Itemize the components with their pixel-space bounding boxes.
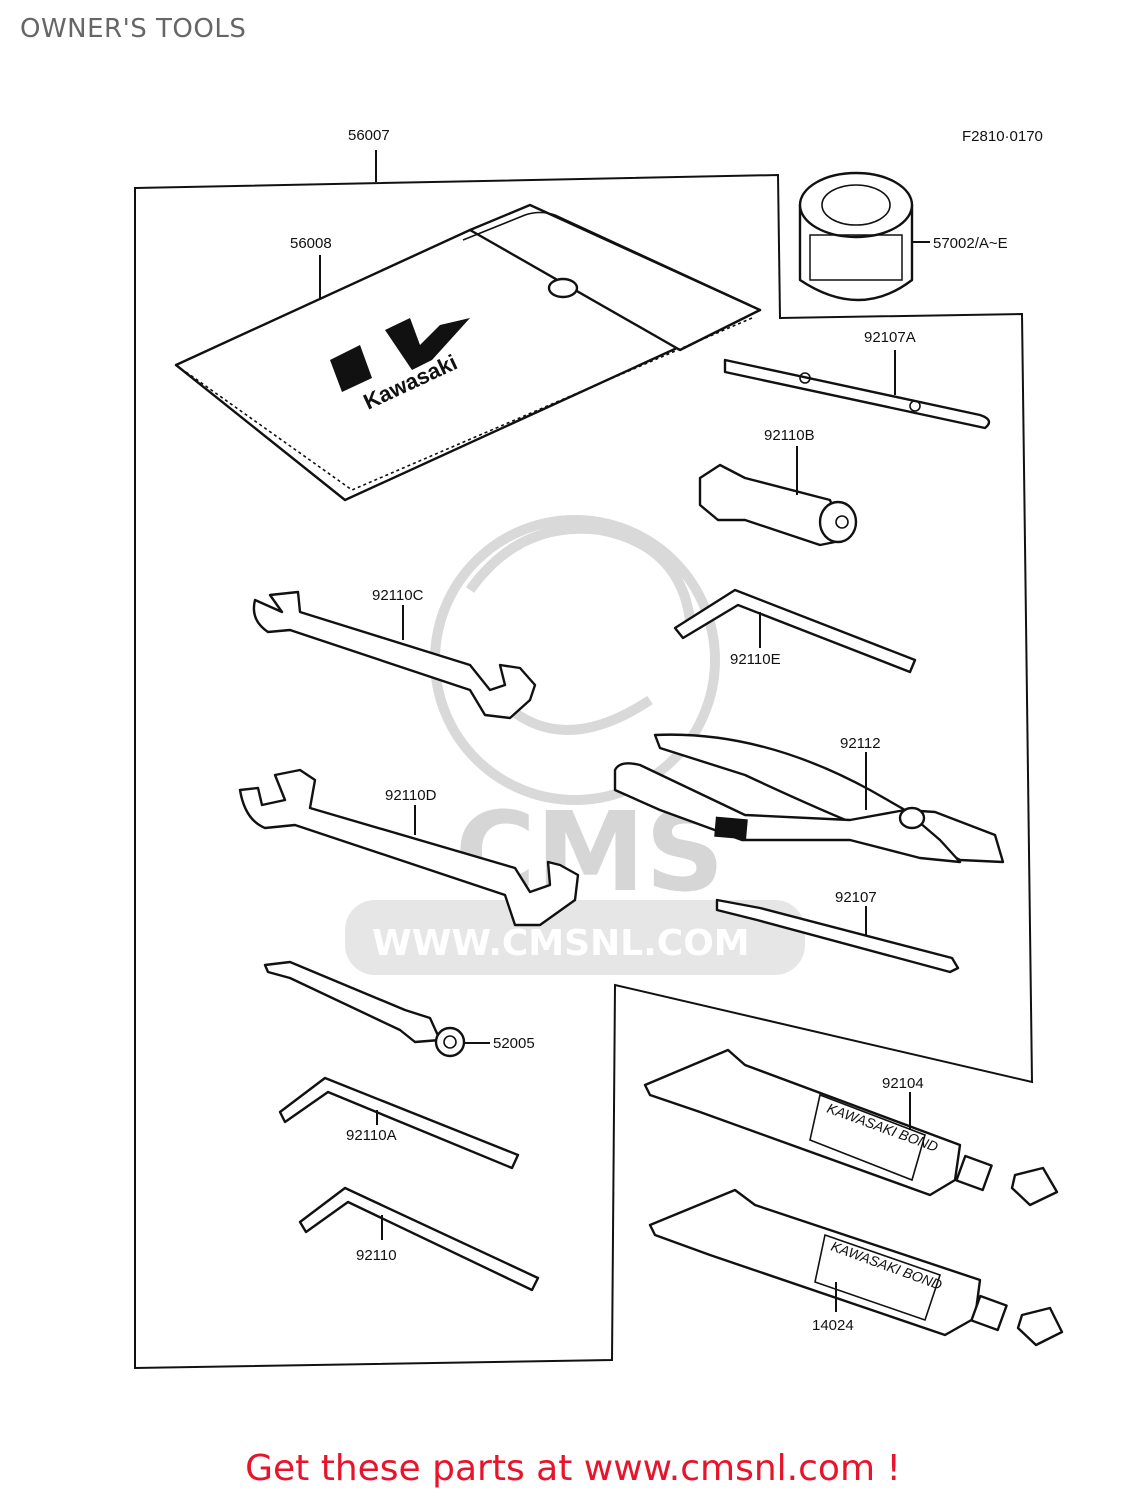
- watermark-logo: CMS WWW.CMSNL.COM: [345, 515, 805, 975]
- watermark-url: WWW.CMSNL.COM: [372, 923, 750, 964]
- label-92110C: 92110C: [372, 587, 424, 604]
- label-14024: 14024: [812, 1317, 854, 1334]
- bond-tube-2-drawing: KAWASAKI BOND: [648, 1188, 1064, 1347]
- label-92107: 92107: [835, 889, 877, 906]
- label-92110D: 92110D: [385, 787, 437, 804]
- socket-bar-drawing: [263, 960, 466, 1058]
- screwdriver-handle-drawing: [715, 898, 960, 974]
- hex-key-medium-drawing: [278, 1076, 520, 1170]
- label-57002: 57002/A~E: [933, 235, 1008, 252]
- label-56008: 56008: [290, 235, 332, 252]
- label-92110: 92110: [356, 1247, 397, 1264]
- bond-tube-drawing: KAWASAKI BOND: [643, 1048, 1059, 1207]
- screwdriver-blade-drawing: [723, 358, 991, 430]
- footer-link[interactable]: Get these parts at www.cmsnl.com !: [245, 1448, 901, 1489]
- pliers-drawing: [613, 733, 1005, 864]
- grease-can-drawing: [798, 171, 914, 302]
- spark-plug-socket-drawing: [698, 463, 858, 547]
- kit-boundary: [134, 173, 1034, 1370]
- large-wrench-drawing: [238, 768, 580, 927]
- label-92110B: 92110B: [764, 427, 815, 444]
- hex-key-small-drawing: [298, 1186, 540, 1292]
- label-92104: 92104: [882, 1075, 924, 1092]
- page-title: OWNER'S TOOLS: [20, 14, 247, 44]
- label-92112: 92112: [840, 735, 881, 752]
- tool-pouch-drawing: Kawasaki: [174, 203, 762, 502]
- drawing-code: F2810·0170: [962, 128, 1043, 145]
- label-92110E: 92110E: [730, 651, 781, 668]
- small-wrench-drawing: [252, 590, 537, 720]
- label-92107A: 92107A: [864, 329, 916, 346]
- hex-key-large-drawing: [673, 588, 917, 674]
- label-92110A: 92110A: [346, 1127, 397, 1144]
- label-52005: 52005: [493, 1035, 535, 1052]
- label-56007: 56007: [348, 127, 390, 144]
